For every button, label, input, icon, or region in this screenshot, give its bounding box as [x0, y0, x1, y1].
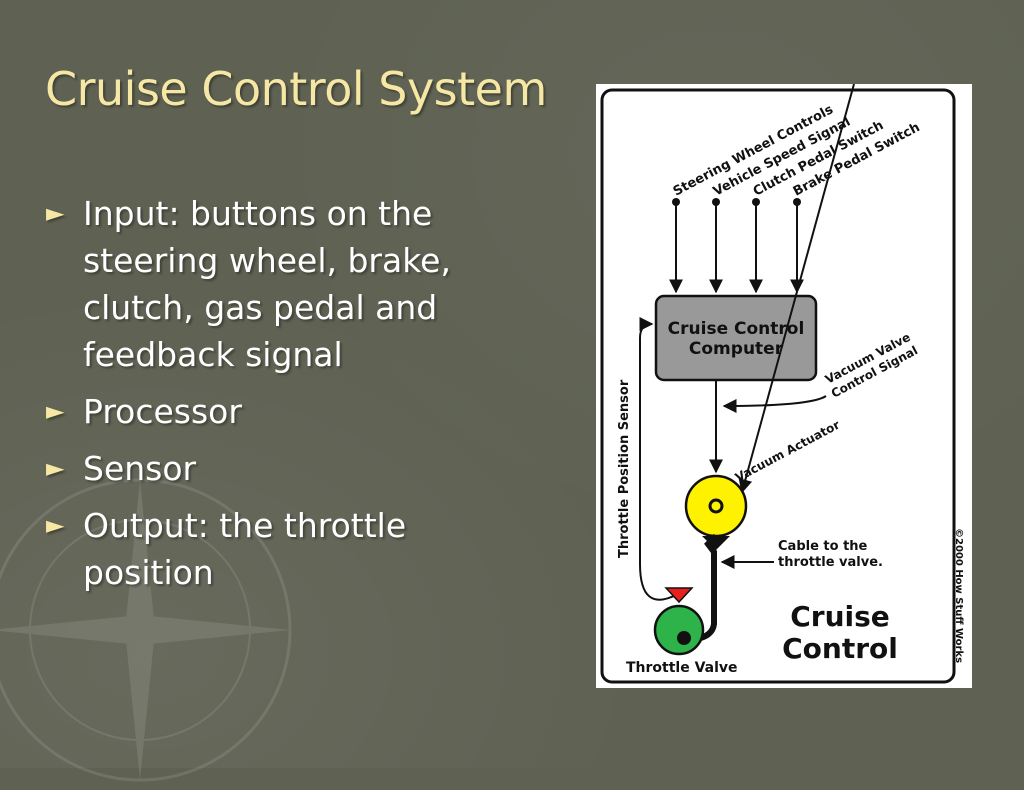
bullet-text: Sensor	[83, 449, 197, 488]
brand-line1: Cruise	[790, 600, 890, 633]
cable-label-line2: throttle valve.	[778, 555, 883, 570]
throttle-valve	[653, 604, 705, 656]
bullet-arrow-icon: ►	[46, 199, 65, 227]
vacuum-actuator-arrow	[738, 84, 855, 494]
throttle-valve-label: Throttle Valve	[626, 660, 738, 676]
bullet-item: ► Input: buttons on the steering wheel, …	[46, 190, 516, 378]
throttle-position-sensor-label: Throttle Position Sensor	[617, 379, 632, 558]
vacuum-signal-arrow	[722, 395, 827, 413]
bullet-text: Processor	[83, 392, 242, 431]
slide-title: Cruise Control System	[45, 62, 547, 116]
bullet-arrow-icon: ►	[46, 397, 65, 425]
computer-label-line1: Cruise Control	[668, 319, 805, 339]
bullet-arrow-icon: ►	[46, 454, 65, 482]
vacuum-actuator-center	[708, 498, 724, 514]
compass-watermark	[0, 478, 292, 782]
cruise-control-diagram: Steering Wheel Controls Vehicle Speed Si…	[596, 84, 972, 688]
diagram-frame	[600, 88, 956, 684]
input-arrows	[669, 198, 804, 294]
sensor-feedback-arrow	[639, 317, 679, 601]
bullet-text: Output: the throttle position	[83, 506, 407, 592]
bullet-item: ► Output: the throttle position	[46, 502, 516, 596]
cruise-control-computer-box	[654, 294, 818, 382]
diagram-svg: Steering Wheel Controls Vehicle Speed Si…	[600, 84, 964, 684]
bullet-item: ► Sensor	[46, 445, 516, 492]
bullet-list: ► Input: buttons on the steering wheel, …	[46, 190, 516, 606]
cable-label-line1: Cable to the	[778, 539, 868, 554]
brand-line2: Control	[782, 632, 898, 665]
throttle-valve-marker	[664, 587, 694, 604]
bullet-arrow-icon: ►	[46, 511, 65, 539]
bullet-item: ► Processor	[46, 388, 516, 435]
computer-label-line2: Computer	[689, 339, 784, 359]
throttle-valve-pivot	[677, 631, 691, 645]
bullet-text: Input: buttons on the steering wheel, br…	[83, 194, 451, 374]
cable-connector	[702, 536, 730, 550]
copyright-text: ©2000 How Stuff Works	[953, 528, 964, 663]
